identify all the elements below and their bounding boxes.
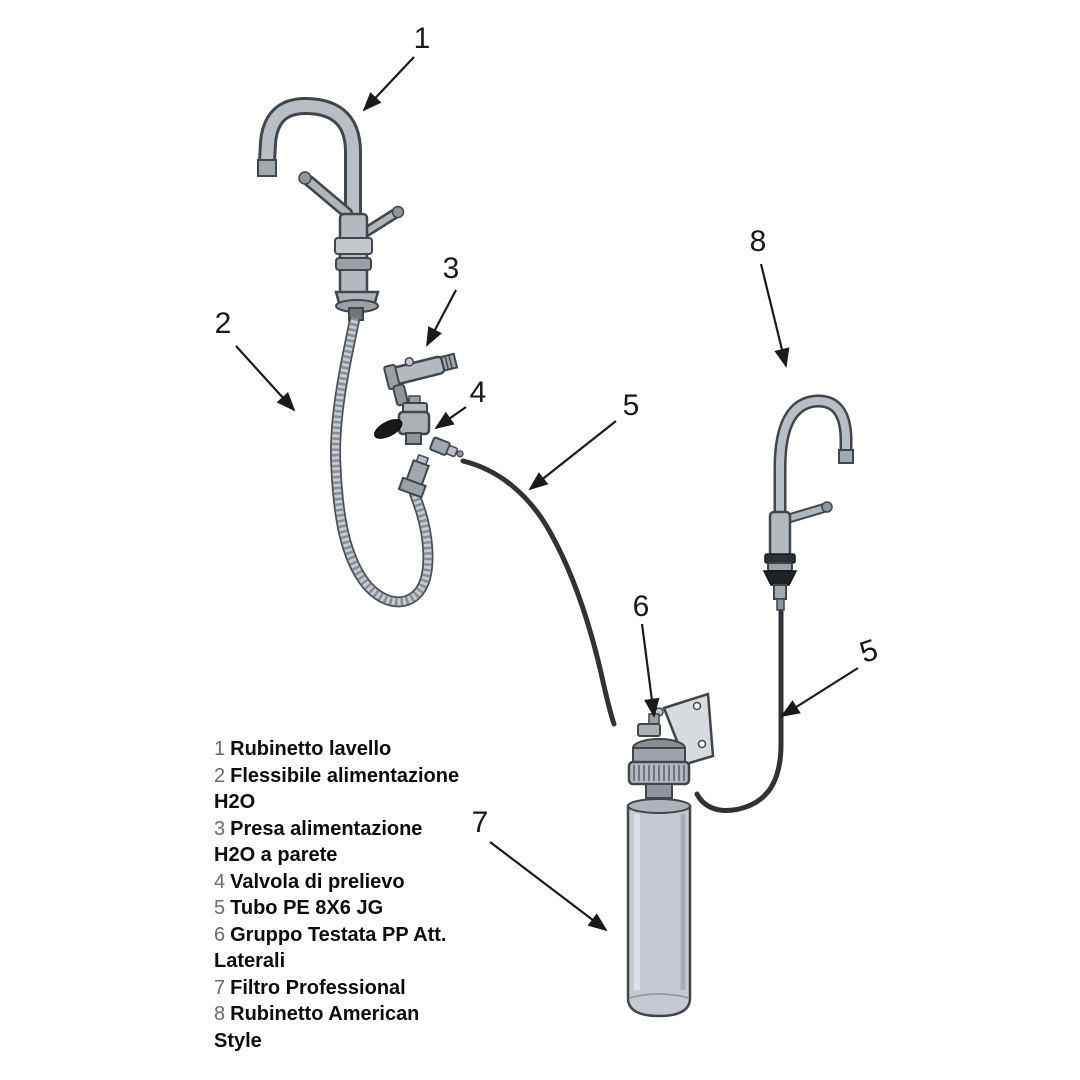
valve-bottom-stub: [405, 432, 422, 445]
american-base-cone: [762, 570, 798, 586]
head-elbow-fitting: [637, 723, 661, 737]
thread-line: [444, 355, 450, 370]
legend-label: Rubinetto lavello: [230, 738, 392, 760]
callout-numbers: 1 2 3 4 5 6 7 8 5: [215, 22, 882, 839]
knurl-lines: [633, 765, 685, 781]
legend-number: 7: [214, 976, 226, 999]
arrow-7: [489, 841, 608, 932]
american-handle: [784, 505, 827, 522]
legend-label: Gruppo Testata PP Att. Laterali: [214, 923, 447, 973]
head-body: [632, 747, 686, 763]
filter-head: [627, 692, 715, 799]
callout-3: 3: [443, 252, 460, 285]
right-lever-knob: [391, 205, 405, 219]
arrow-5-left: [528, 420, 617, 491]
arrow-5-right: [780, 667, 859, 718]
american-body: [768, 510, 792, 558]
pe-tube-right: [694, 609, 784, 813]
callout-5-right: 5: [856, 633, 882, 670]
filter-cartridge: [626, 798, 692, 1018]
pe-tube-left: [460, 458, 617, 727]
faucet-spout-tip: [257, 159, 277, 177]
right-lever: [363, 210, 399, 235]
legend-label: Filtro Professional: [230, 976, 406, 999]
outlet-collet: [445, 445, 459, 458]
bracket-hole: [697, 739, 707, 749]
bracket-hole: [692, 701, 702, 711]
faucet-gooseneck: [261, 100, 359, 224]
head-neck: [645, 783, 673, 799]
american-black-ring: [764, 553, 796, 564]
hose-braid-texture: [331, 317, 432, 606]
legend-number: 4: [214, 870, 226, 893]
legend-label: Presa alimentazione H2O a parete: [214, 817, 423, 867]
legend-number: 3: [214, 817, 226, 840]
american-handle-knob: [821, 501, 833, 513]
main-faucet: [257, 97, 405, 321]
american-gooseneck: [776, 397, 850, 518]
hose-fitting-nut: [397, 476, 427, 499]
valve-handle-shape: [374, 419, 403, 439]
callout-4: 4: [470, 376, 487, 409]
callout-8: 8: [750, 225, 767, 258]
wall-supply-valve: [383, 352, 459, 407]
callout-5-left: 5: [623, 389, 640, 422]
legend-label: Valvola di prelievo: [230, 870, 405, 893]
left-lever-knob: [298, 171, 312, 185]
arrow-4: [434, 406, 467, 430]
callout-2: 2: [215, 307, 232, 340]
valve-outlet-fitting: [429, 436, 464, 458]
supply-hose: [330, 316, 434, 608]
faucet-collar-upper: [334, 237, 373, 255]
american-spout-tip: [838, 449, 854, 464]
legend-number: 8: [214, 1003, 226, 1025]
cartridge-top: [627, 798, 691, 814]
arrow-6: [640, 623, 660, 718]
arrow-3: [426, 289, 457, 347]
callout-7: 7: [472, 806, 489, 839]
outlet-pin: [456, 450, 464, 458]
sampling-valve: [374, 395, 464, 458]
callout-arrows: [235, 56, 859, 932]
arrow-8: [759, 263, 790, 368]
arrow-2: [235, 345, 296, 412]
legend-label: Tubo PE 8X6 JG: [230, 897, 384, 919]
callout-6: 6: [633, 590, 650, 623]
american-shank: [773, 584, 787, 600]
faucet-collar-lower: [335, 257, 372, 271]
left-lever: [305, 177, 351, 217]
legend-number: 5: [214, 897, 226, 919]
legend-number: 1: [214, 738, 226, 760]
hose-end-fitting: [397, 453, 430, 499]
valve-black-handle: [374, 419, 403, 439]
wall-valve-body: [391, 355, 446, 385]
thread-line: [448, 354, 453, 369]
legend-label: Flessibile alimentazione H2O: [214, 764, 460, 814]
callout-1: 1: [414, 22, 431, 55]
american-gray-ring: [767, 562, 793, 572]
american-shank-tip: [776, 598, 785, 611]
valve-body: [397, 410, 431, 436]
arrow-1: [362, 56, 415, 112]
cartridge-body: [626, 804, 692, 1018]
american-faucet: [762, 394, 854, 611]
legend-label: Rubinetto American Style: [214, 1003, 420, 1052]
cartridge-seam: [628, 993, 690, 999]
wall-valve-nub: [404, 357, 415, 367]
legend-number: 2: [214, 764, 226, 787]
legend-number: 6: [214, 923, 226, 946]
